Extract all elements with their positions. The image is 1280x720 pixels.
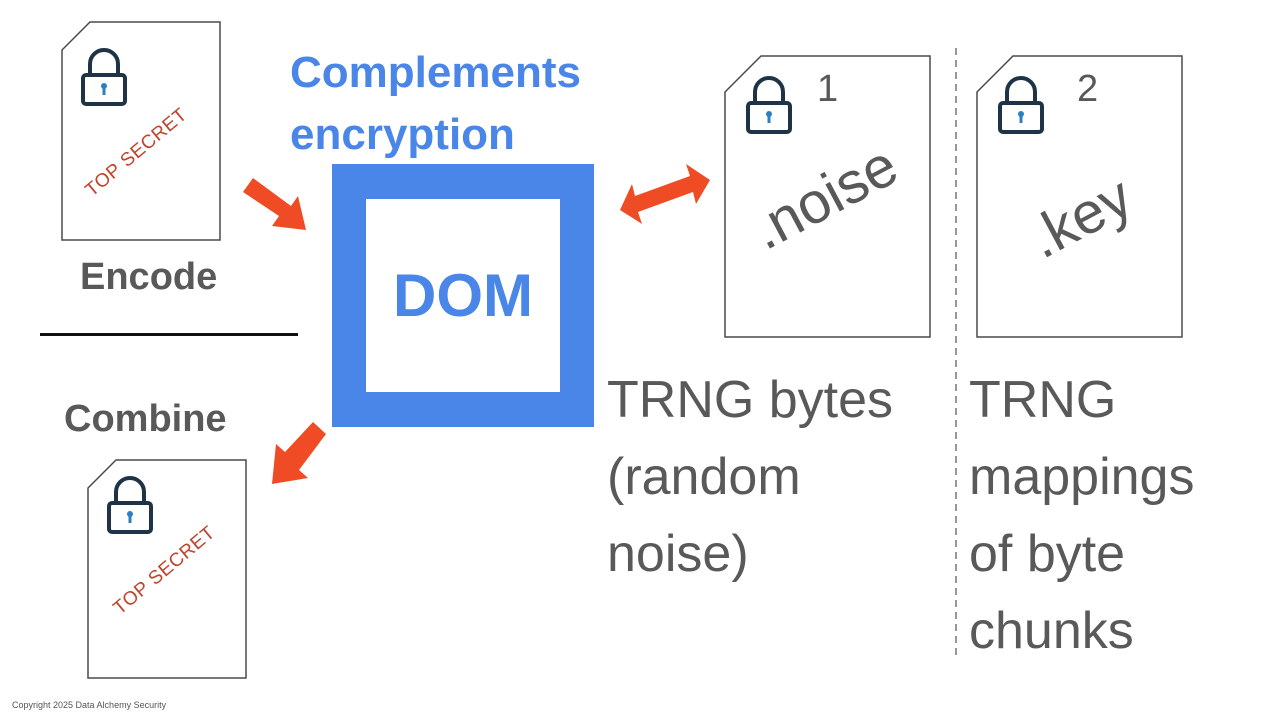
document-number: 2	[1077, 68, 1099, 110]
key-description-line: of byte	[969, 525, 1126, 583]
padlock-icon	[107, 476, 153, 534]
noise-document: 1 .noise	[724, 55, 932, 338]
noise-description-line: (random	[607, 448, 801, 506]
copyright-footer: Copyright 2025 Data Alchemy Security	[12, 700, 167, 710]
dom-label: DOM	[393, 262, 533, 329]
key-description: TRNG mappings of byte chunks	[969, 362, 1194, 670]
key-description-line: TRNG	[969, 371, 1117, 429]
noise-description-line: noise)	[607, 525, 749, 583]
key-description-line: chunks	[969, 602, 1134, 660]
double-arrow-noise-icon	[620, 164, 710, 224]
complements-heading: Complements	[290, 48, 581, 97]
dom-box-inner: DOM	[366, 199, 560, 392]
key-description-line: mappings	[969, 448, 1195, 506]
divider-line	[40, 333, 298, 336]
padlock-icon	[998, 76, 1044, 134]
document-outline	[724, 55, 931, 338]
top-secret-document-input: TOP SECRET	[61, 21, 222, 241]
noise-description-line: TRNG bytes	[607, 371, 894, 429]
noise-description: TRNG bytes (random noise)	[607, 362, 893, 593]
dom-box: DOM	[332, 164, 594, 427]
document-number: 1	[817, 68, 839, 110]
combine-label: Combine	[64, 398, 227, 440]
key-document: 2 .key	[976, 55, 1184, 338]
padlock-icon	[81, 48, 127, 106]
top-secret-document-output: TOP SECRET	[87, 459, 248, 679]
padlock-icon	[746, 76, 792, 134]
encode-label: Encode	[80, 256, 218, 298]
arrow-encode-icon	[243, 178, 306, 230]
encryption-heading: encryption	[290, 110, 515, 159]
arrow-combine-icon	[272, 422, 326, 484]
document-outline	[976, 55, 1183, 338]
